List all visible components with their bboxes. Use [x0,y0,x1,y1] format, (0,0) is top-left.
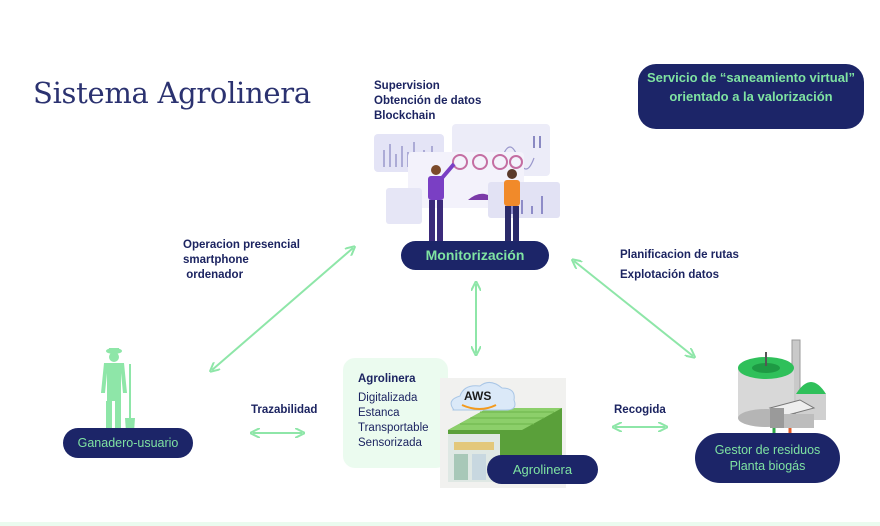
agrolinera-card: Agrolinera Digitalizada Estanca Transpor… [343,358,448,468]
agrolinera-card-title: Agrolinera [358,373,416,385]
analyst-right [504,169,520,242]
dashboard-illustration [374,124,560,242]
agrolinera-feature: Transportable [358,422,429,434]
trazabilidad-label: Trazabilidad [251,404,318,416]
gestor-line: Gestor de residuos [714,443,821,457]
analyst-left [428,162,456,242]
gestor-line: Planta biogás [729,459,806,473]
feature-supervision: Supervision [374,80,440,92]
gestor-label: Gestor de residuos Planta biogás [695,433,840,483]
biogas-plant-illustration [738,339,826,436]
recogida-label: Recogida [614,404,666,416]
bottom-border [0,522,880,526]
feature-data: Obtención de datos [374,95,482,107]
arrow-user-monitoring [212,248,353,370]
monitoring-label: Monitorización [401,241,549,270]
service-box: Servicio de “saneamiento virtual” orient… [638,64,864,129]
farmer-icon [101,348,135,432]
page-title: Sistema Agrolinera [33,76,311,110]
monitoring-features: Supervision Obtención de datos Blockchai… [374,79,481,124]
arrow-monitoring-gestor [574,261,693,356]
panel-list [386,188,422,224]
user-label: Ganadero-usuario [63,428,193,458]
feature-blockchain: Blockchain [374,110,436,122]
agrolinera-feature: Sensorizada [358,437,422,449]
aws-text: AWS [464,389,491,403]
agrolinera-feature: Digitalizada [358,392,418,404]
agrolinera-feature: Estanca [358,407,400,419]
agrolinera-label: Agrolinera [487,455,598,484]
aws-cloud-icon: AWS [450,382,516,411]
